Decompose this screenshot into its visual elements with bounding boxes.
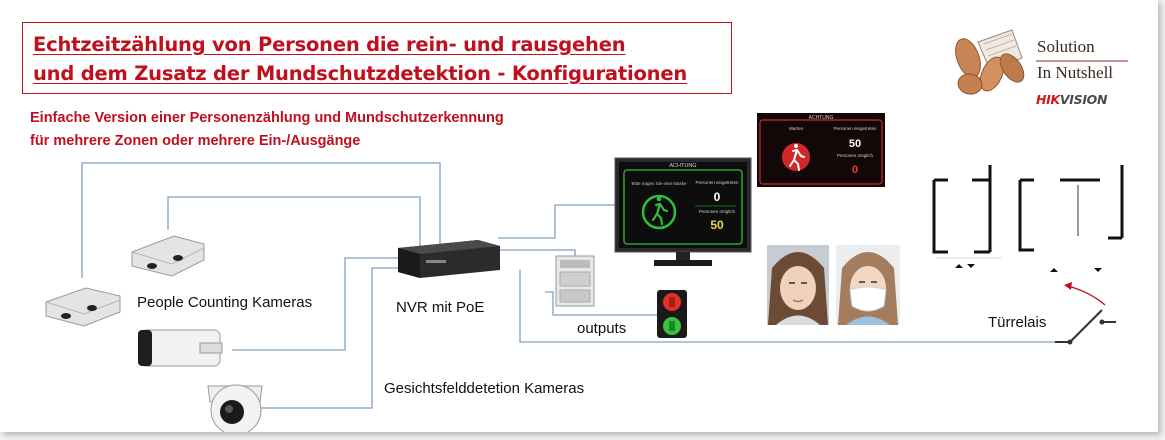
wire-camera-1 xyxy=(81,162,441,278)
almond-logo-icon xyxy=(955,29,1025,95)
alert-screen-counter-label: Personen eingetreten xyxy=(833,126,877,131)
monitor-left-caption: Bitte tragen Sie eine Maske xyxy=(631,181,687,186)
hikvision-logo: HIKVISION xyxy=(1036,92,1107,107)
wire-output-module xyxy=(498,249,576,258)
nvr-label: NVR mit PoE xyxy=(396,299,485,316)
title-line-2: und dem Zusatz der Mundschutzdetektion -… xyxy=(33,62,688,85)
subtitle-line-2: für mehrere Zonen oder mehrere Ein-/Ausg… xyxy=(30,133,361,149)
turret-camera-icon xyxy=(207,384,263,432)
door-relay-label: Türrelais xyxy=(988,314,1047,331)
traffic-light-icon xyxy=(657,290,687,338)
subtitle-line-1: Einfache Version einer Personenzählung u… xyxy=(30,110,504,126)
logo-line-1: Solution xyxy=(1037,37,1095,56)
alert-screen-header: ACHTUNG xyxy=(808,115,834,121)
people-counting-camera-icon xyxy=(45,287,121,327)
people-counting-label: People Counting Kameras xyxy=(137,294,313,311)
door-relay-switch-icon xyxy=(1055,309,1116,345)
alert-screen-icon xyxy=(757,113,885,187)
title-box: Echtzeitzählung von Personen die rein- u… xyxy=(22,22,732,94)
monitor-icon xyxy=(614,157,752,266)
nvr-device-icon xyxy=(398,240,500,278)
wire-traffic-light xyxy=(545,291,657,316)
monitor-header: ACHTUNG xyxy=(669,163,697,169)
diagram-canvas xyxy=(45,29,1128,432)
alert-screen-left-caption: Warten xyxy=(788,126,804,131)
people-counting-camera-icon xyxy=(131,235,205,277)
output-module-icon xyxy=(555,255,595,307)
title-line-1: Echtzeitzählung von Personen die rein- u… xyxy=(33,33,626,56)
logo-line-2: In Nutshell xyxy=(1037,63,1114,82)
wire-camera-3 xyxy=(232,257,398,351)
alert-screen-capacity-value: 0 xyxy=(851,164,859,176)
brand-hik: HIK xyxy=(1036,92,1060,107)
connection-wires xyxy=(81,162,1055,409)
monitor-counter-value: 0 xyxy=(713,190,721,204)
face-photo-with-mask xyxy=(836,245,900,325)
monitor-capacity-label: Personen möglich xyxy=(698,209,736,214)
door-floorplan-icon xyxy=(1018,165,1124,272)
wire-camera-4 xyxy=(258,267,398,409)
alert-screen-counter-value: 50 xyxy=(848,138,862,150)
relay-arrow-icon xyxy=(1064,282,1106,306)
slide: Echtzeitzählung von Personen die rein- u… xyxy=(0,0,1158,432)
wire-monitor xyxy=(498,204,618,239)
monitor-counter-label: Personen eingetreten xyxy=(695,180,739,185)
outputs-label: outputs xyxy=(577,320,627,337)
bullet-camera-icon xyxy=(138,329,223,367)
wire-door-relay xyxy=(519,270,1055,343)
face-photo-no-mask xyxy=(767,245,829,325)
face-detection-label: Gesichtsfelddetetion Kameras xyxy=(384,380,585,397)
monitor-capacity-value: 50 xyxy=(710,218,724,232)
wire-camera-2 xyxy=(167,196,421,248)
door-floorplan-icon xyxy=(932,165,1002,268)
brand-vision: VISION xyxy=(1059,92,1108,107)
alert-screen-capacity-label: Personen möglich xyxy=(836,153,874,158)
